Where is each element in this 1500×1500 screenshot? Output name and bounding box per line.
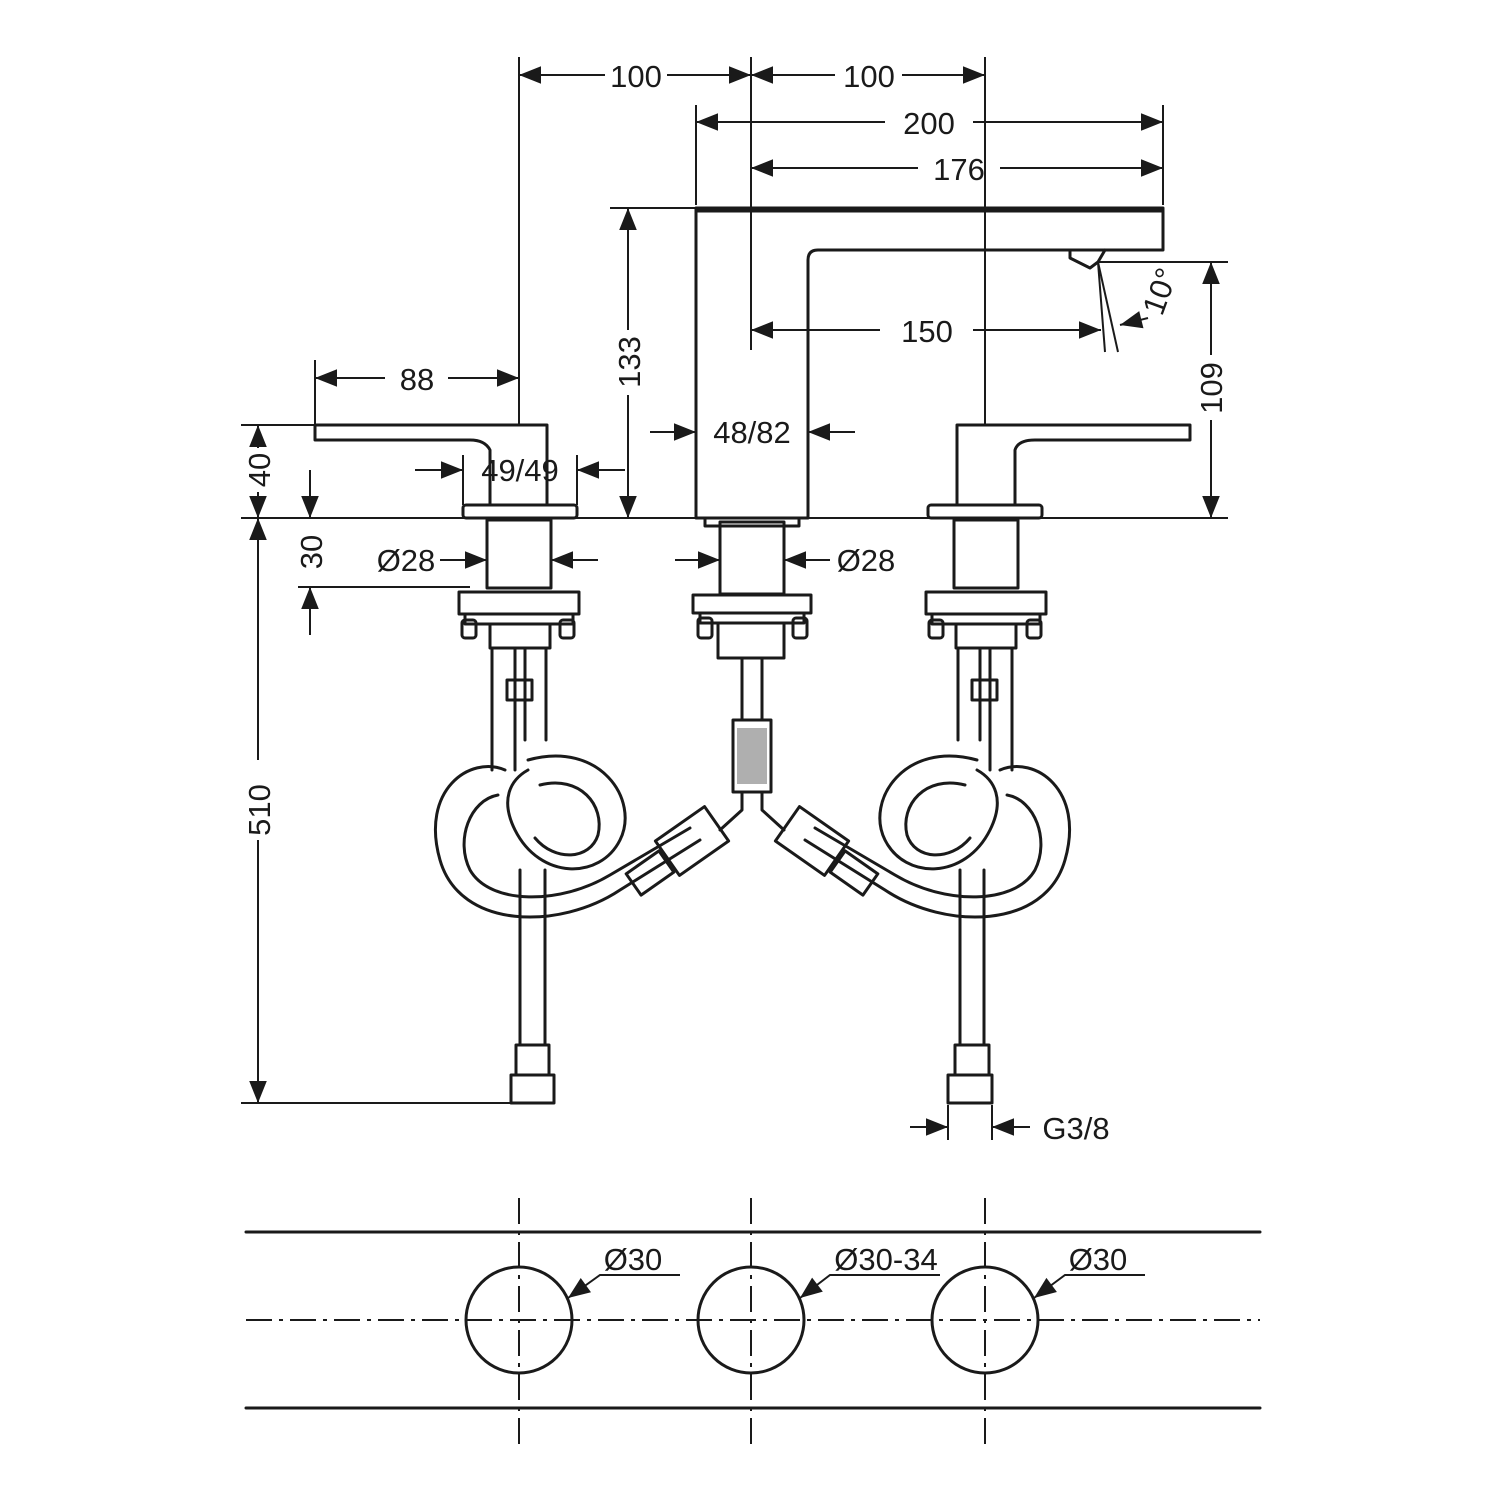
- left-hole: [464, 1265, 574, 1375]
- dim-100-right: 100: [843, 59, 895, 94]
- dim-10-degree: 10°: [1136, 263, 1185, 319]
- hole-label-right: Ø30: [1069, 1242, 1128, 1277]
- dim-200: 200: [903, 106, 955, 141]
- dim-176: 176: [933, 152, 985, 187]
- dim-150: 150: [901, 314, 953, 349]
- hole-plan: Ø30 Ø30-34 Ø30: [244, 1198, 1262, 1445]
- dim-510: 510: [242, 784, 277, 836]
- dim-diameter-28-left: Ø28: [377, 543, 436, 578]
- spout-body: [691, 206, 1165, 832]
- dim-49-49: 49/49: [481, 453, 559, 488]
- flexible-hoses: [433, 754, 1072, 919]
- dimension-labels: 100 100 200 176 150 133 109 10° 88 40 30…: [242, 59, 1229, 1146]
- hole-label-left: Ø30: [604, 1242, 663, 1277]
- dim-30: 30: [294, 535, 329, 569]
- dim-100-left: 100: [610, 59, 662, 94]
- dim-48-82: 48/82: [713, 415, 791, 450]
- dimension-lines: [249, 66, 1220, 1136]
- right-handle-valve: [924, 423, 1192, 1105]
- dim-g3-8: G3/8: [1042, 1111, 1109, 1146]
- right-hole: [930, 1265, 1040, 1375]
- dim-diameter-28-center: Ø28: [837, 543, 896, 578]
- dim-88: 88: [400, 362, 434, 397]
- dim-133: 133: [612, 336, 647, 388]
- extension-lines: [241, 57, 1228, 1140]
- dim-40: 40: [242, 453, 277, 487]
- center-hole: [696, 1265, 806, 1375]
- dim-109: 109: [1194, 362, 1229, 414]
- left-handle-valve: [313, 423, 581, 1105]
- hole-label-center: Ø30-34: [834, 1242, 937, 1277]
